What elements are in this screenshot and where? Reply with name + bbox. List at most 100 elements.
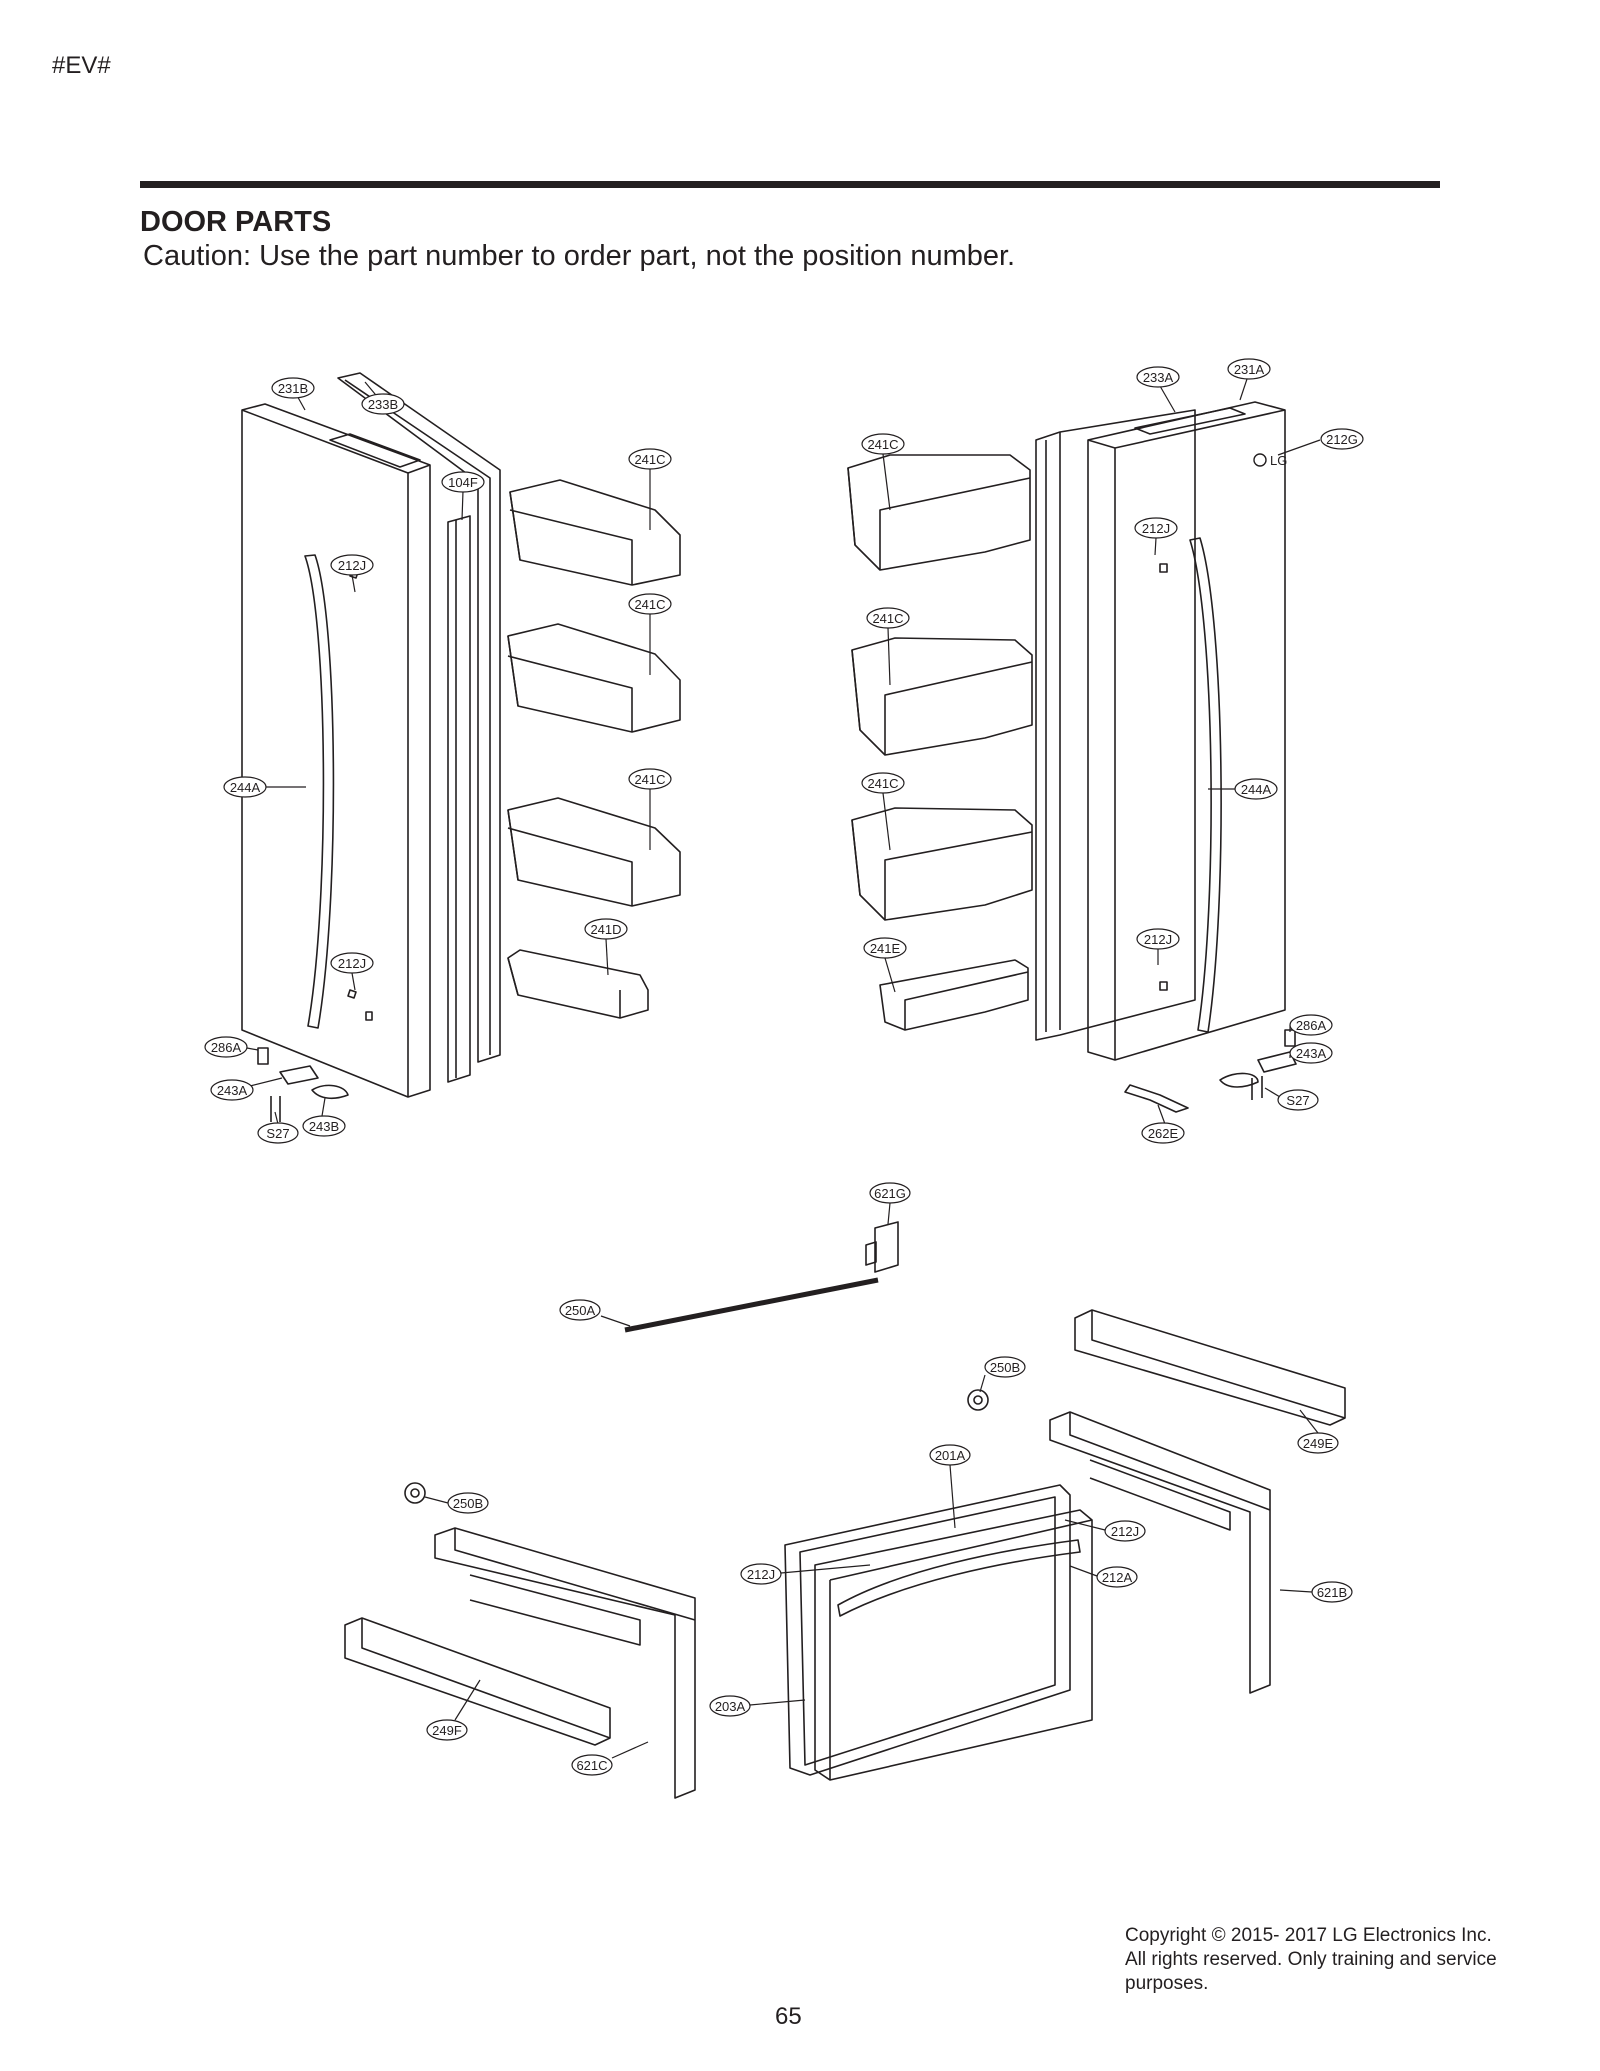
svg-text:243A: 243A [217, 1083, 248, 1098]
lg-logo: LG [1253, 453, 1287, 468]
callout-241C-right-1: 241C [861, 433, 905, 511]
callout-S27-right: S27 [1264, 1087, 1319, 1111]
svg-text:250A: 250A [565, 1303, 596, 1318]
callout-241E: 241E [863, 937, 907, 993]
svg-text:233B: 233B [368, 397, 398, 412]
svg-text:212J: 212J [338, 956, 366, 971]
bin-left-3 [507, 797, 681, 907]
bin-right-2 [851, 637, 1033, 756]
svg-text:286A: 286A [211, 1040, 242, 1055]
svg-text:241C: 241C [867, 776, 898, 791]
callout-249F: 249F [426, 1679, 481, 1741]
svg-text:212J: 212J [338, 558, 366, 573]
caution-note: Caution: Use the part number to order pa… [143, 240, 1016, 272]
svg-text:262E: 262E [1148, 1126, 1179, 1141]
copyright-notice: Copyright © 2015- 2017 LG Electronics In… [1125, 1924, 1545, 1996]
callout-203A: 203A [709, 1695, 806, 1717]
svg-text:S27: S27 [1286, 1093, 1309, 1108]
svg-text:231A: 231A [1234, 362, 1265, 377]
callout-212J-left-lower: 212J [330, 952, 374, 991]
part-621B-bracket [1049, 1411, 1271, 1694]
callout-286A-right: 286A [1289, 1014, 1333, 1036]
callout-233B: 233B [361, 381, 405, 415]
svg-text:250B: 250B [990, 1360, 1020, 1375]
callout-104F: 104F [441, 471, 485, 521]
right-door-panel [1087, 401, 1286, 1061]
callout-243B: 243B [302, 1097, 346, 1137]
left-door-panel [241, 403, 431, 1098]
part-250B-gear-left [404, 1482, 426, 1504]
callout-243A-left: 243A [210, 1077, 283, 1101]
callout-621C: 621C [571, 1741, 649, 1776]
svg-text:621B: 621B [1317, 1585, 1347, 1600]
svg-text:250B: 250B [453, 1496, 483, 1511]
part-201A-drawer-gasket [784, 1484, 1071, 1776]
callout-241C-left-1: 241C [628, 448, 672, 530]
left-door-liner-104F [447, 515, 471, 1083]
svg-text:212J: 212J [1142, 521, 1170, 536]
svg-text:621G: 621G [874, 1186, 906, 1201]
callout-212J-right-upper: 212J [1134, 517, 1178, 556]
svg-text:104F: 104F [448, 475, 478, 490]
callout-212G: 212G [1277, 428, 1364, 456]
bin-left-1 [509, 479, 681, 586]
left-hinge-parts [257, 569, 373, 1122]
copyright-line: purposes. [1125, 1973, 1209, 1994]
bin-right-1 [847, 454, 1031, 571]
svg-text:231B: 231B [278, 381, 308, 396]
page-number: 65 [775, 2003, 802, 2030]
callout-262E: 262E [1141, 1104, 1185, 1144]
callout-250B-left: 250B [424, 1492, 489, 1514]
svg-text:243B: 243B [309, 1119, 339, 1134]
callout-212A: 212A [1069, 1565, 1138, 1588]
copyright-line: All rights reserved. Only training and s… [1125, 1949, 1497, 1970]
svg-text:244A: 244A [1241, 782, 1272, 797]
callout-621B: 621B [1279, 1581, 1353, 1603]
callout-241C-left-2: 241C [628, 593, 672, 675]
callout-241C-right-3: 241C [861, 772, 905, 851]
left-door-handle-244A [304, 554, 335, 1029]
svg-text:212A: 212A [1102, 1570, 1133, 1585]
callout-244A-right: 244A [1208, 778, 1278, 800]
part-203A-drawer-panel [814, 1509, 1093, 1781]
svg-text:241D: 241D [590, 922, 621, 937]
svg-text:621C: 621C [576, 1758, 607, 1773]
svg-text:241C: 241C [634, 772, 665, 787]
svg-text:S27: S27 [266, 1126, 289, 1141]
svg-text:241C: 241C [872, 611, 903, 626]
svg-text:241C: 241C [634, 452, 665, 467]
bin-right-3 [851, 807, 1033, 921]
part-250B-gear-right [967, 1389, 989, 1411]
right-door-handle-244A [1189, 537, 1222, 1033]
right-hinge-parts [1124, 563, 1297, 1113]
svg-text:203A: 203A [715, 1699, 746, 1714]
part-250A-bar [624, 1277, 879, 1333]
svg-text:233A: 233A [1143, 370, 1174, 385]
svg-text:241E: 241E [870, 941, 901, 956]
callout-241C-right-2: 241C [866, 607, 910, 686]
svg-text:243A: 243A [1296, 1046, 1327, 1061]
callout-243A-right: 243A [1289, 1042, 1333, 1064]
svg-text:286A: 286A [1296, 1018, 1327, 1033]
svg-text:212J: 212J [747, 1567, 775, 1582]
bin-left-4 [507, 949, 649, 1019]
part-621C-bracket [434, 1527, 696, 1799]
copyright-line: Copyright © 2015- 2017 LG Electronics In… [1125, 1925, 1492, 1946]
callout-241D: 241D [584, 918, 628, 976]
part-249F-rail [344, 1617, 611, 1746]
lg-logo-text: LG [1270, 453, 1287, 468]
part-212A-drawer-handle [837, 1539, 1081, 1617]
svg-text:241C: 241C [867, 437, 898, 452]
svg-text:241C: 241C [634, 597, 665, 612]
callout-S27-left: S27 [257, 1111, 299, 1144]
section-title: DOOR PARTS [140, 206, 332, 238]
callout-250B-right: 250B [979, 1356, 1026, 1393]
svg-text:212J: 212J [1144, 932, 1172, 947]
callout-231B: 231B [271, 377, 315, 411]
callout-621G: 621G [869, 1182, 911, 1225]
callout-231A: 231A [1227, 358, 1271, 401]
right-door-gasket [1035, 409, 1196, 1041]
callout-249E: 249E [1297, 1409, 1339, 1454]
svg-text:249E: 249E [1303, 1436, 1334, 1451]
